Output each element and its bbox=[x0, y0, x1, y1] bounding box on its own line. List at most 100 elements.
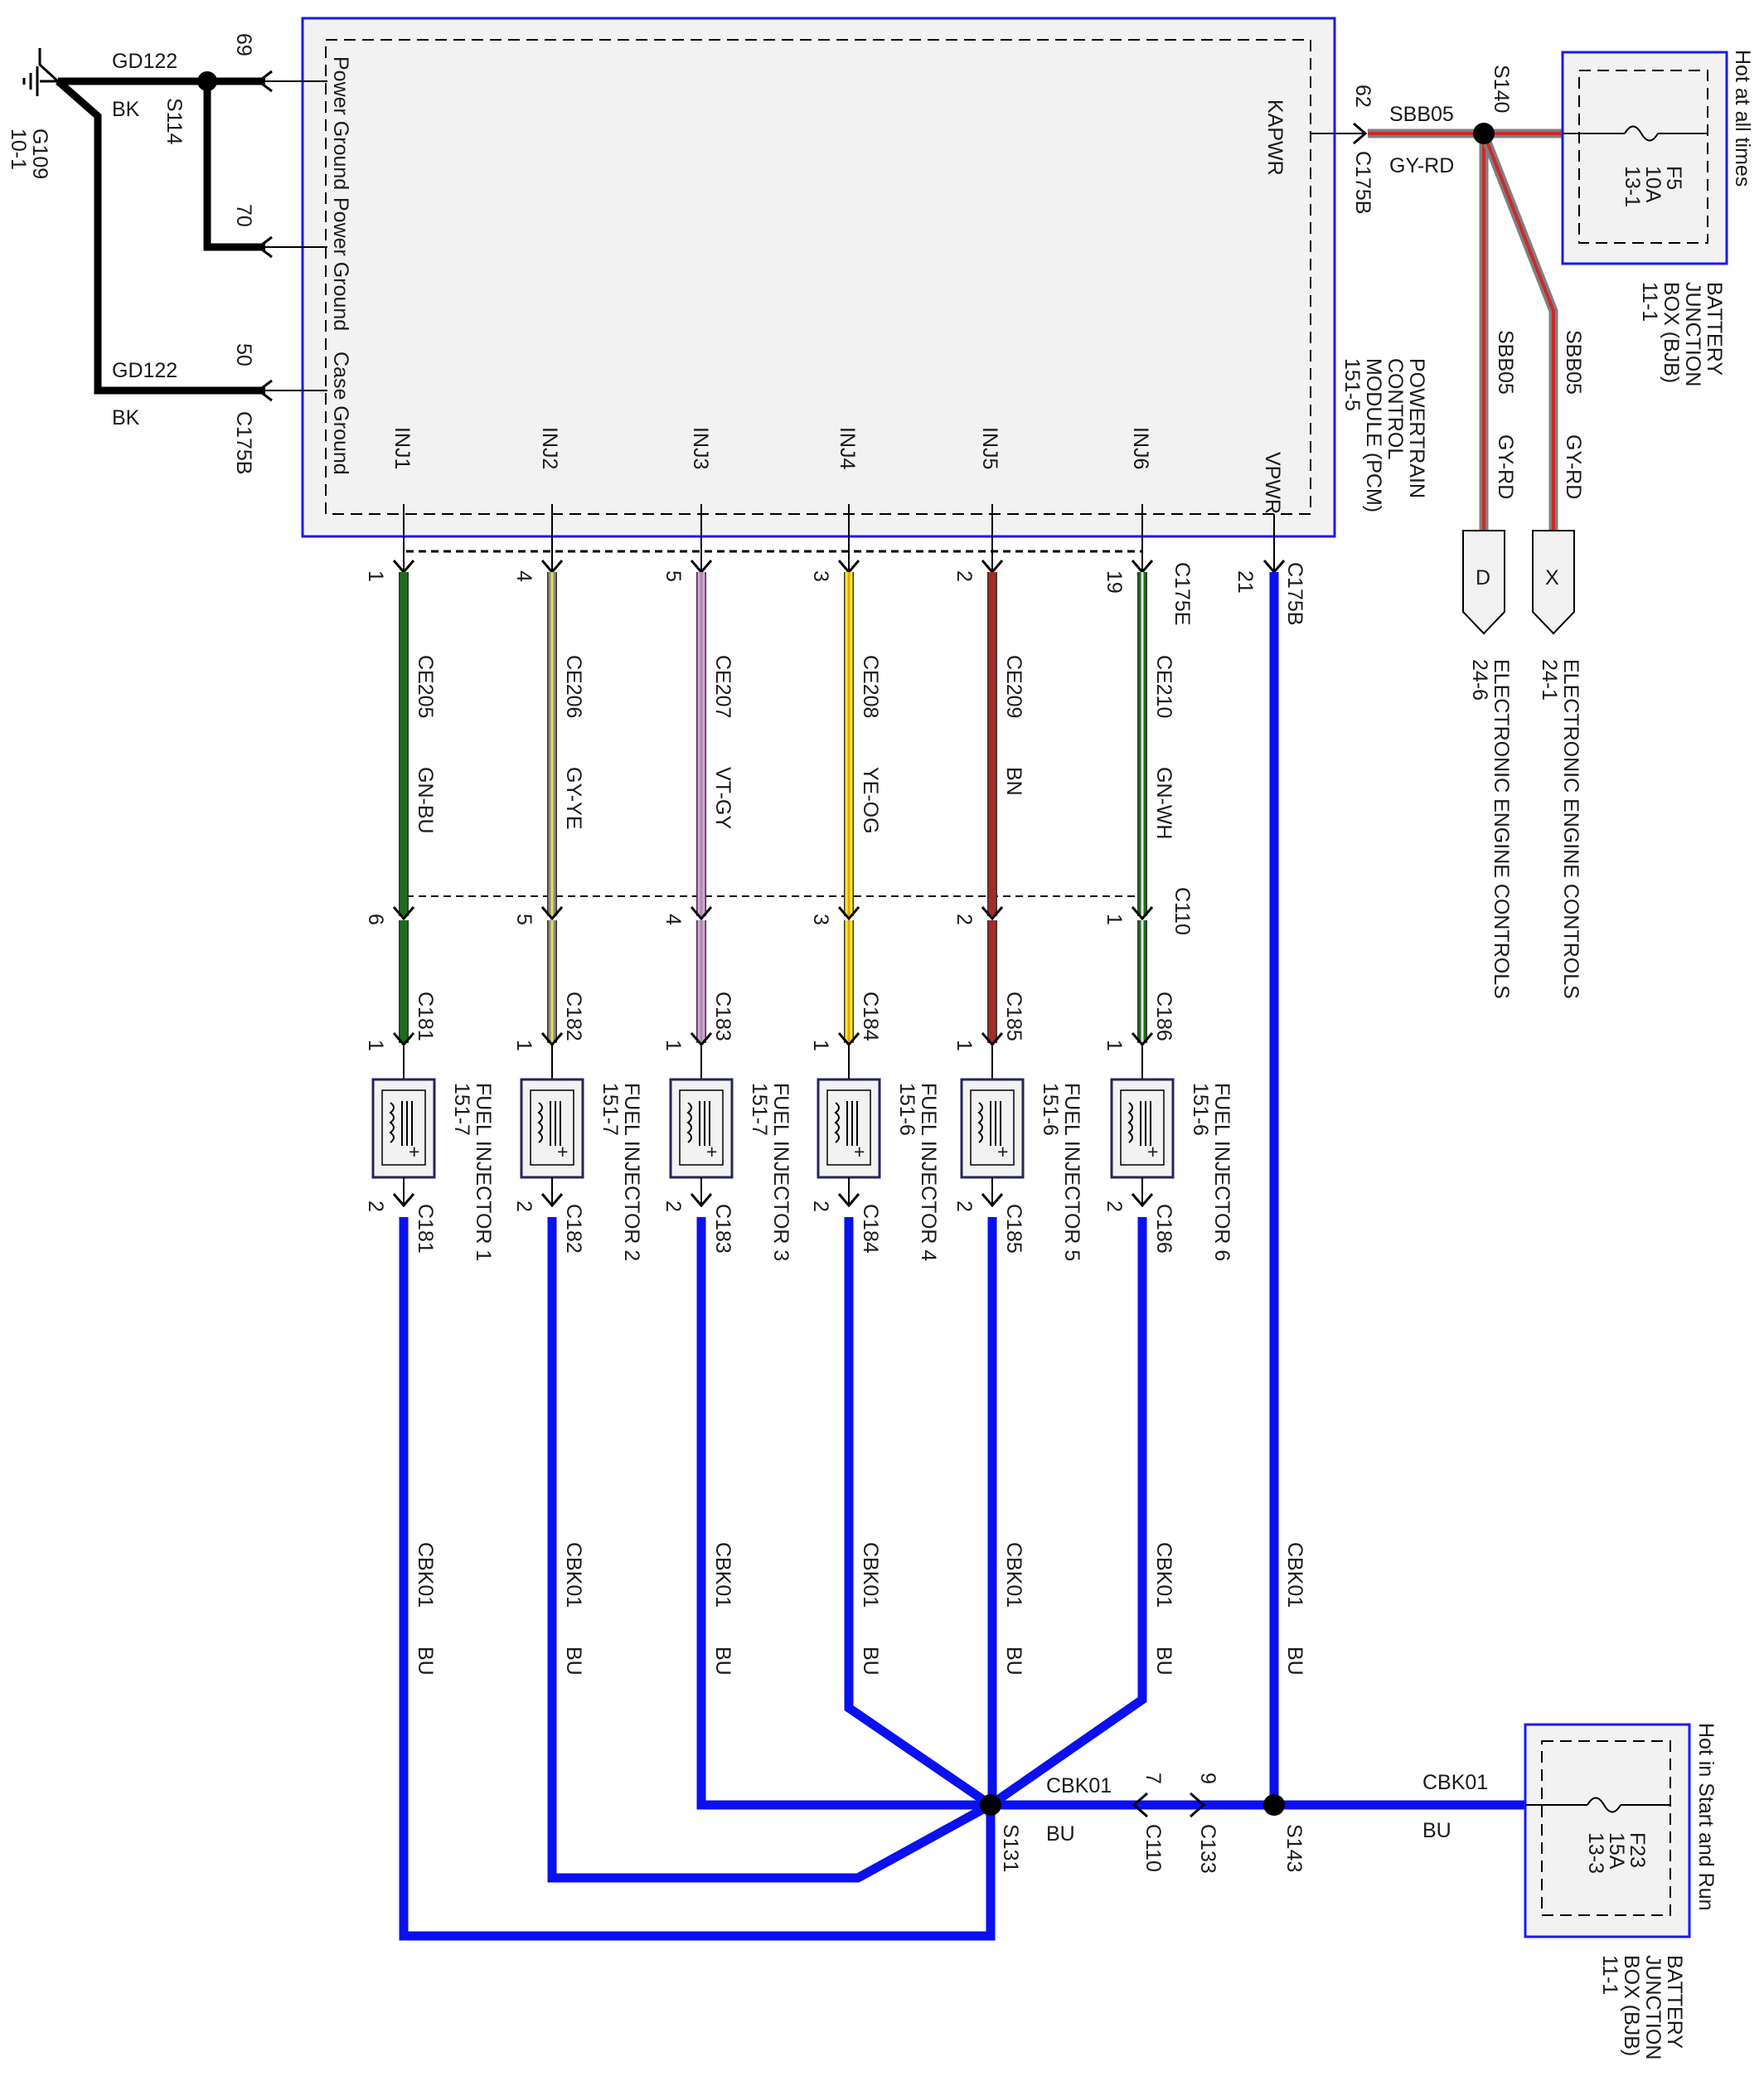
circuit-label: CE210 bbox=[1152, 655, 1175, 718]
solenoid-coil-icon bbox=[389, 1101, 413, 1146]
plus-sign: + bbox=[997, 1141, 1008, 1162]
f23-bu-label: BU bbox=[1422, 1819, 1451, 1842]
solenoid-coil-icon bbox=[834, 1101, 858, 1146]
diagram-label: 10A bbox=[1641, 166, 1665, 203]
pin-bottom-number: 2 bbox=[364, 1201, 387, 1212]
bu-label: BU bbox=[562, 1647, 585, 1676]
pcm-pin-labels: Power Ground Power Ground Case Ground KA… bbox=[329, 56, 1287, 514]
pcm-pin-number: 1 bbox=[364, 570, 387, 582]
diagram-label: BATTERY bbox=[1663, 1955, 1686, 2049]
wire-color-label: YE-OG bbox=[859, 767, 882, 834]
vpwr-bu-label: BU bbox=[1283, 1647, 1306, 1676]
bus-bu-label: BU bbox=[1046, 1822, 1075, 1846]
connector-top-label: C184 bbox=[859, 992, 882, 1041]
bk-label-bottom: BK bbox=[112, 406, 140, 429]
c110-arrow bbox=[837, 906, 860, 921]
fuel-injector-2: + bbox=[520, 1078, 584, 1179]
inj4-label: INJ4 bbox=[836, 427, 859, 470]
pin-bottom-number: 2 bbox=[952, 1201, 976, 1212]
connector-bottom-label: C184 bbox=[859, 1204, 882, 1254]
cbk01-wire bbox=[696, 1217, 991, 1810]
injector-ref: 151-7 bbox=[450, 1083, 473, 1136]
bu-label: BU bbox=[1002, 1647, 1025, 1676]
fuel-injector-5: + bbox=[960, 1078, 1025, 1179]
gd122-label-bottom: GD122 bbox=[112, 359, 177, 382]
connector-top-label: C185 bbox=[1002, 992, 1025, 1041]
c175e-label: C175E bbox=[1170, 562, 1194, 625]
f23-cbk01-label: CBK01 bbox=[1422, 1771, 1488, 1794]
fuse-icon bbox=[1587, 1797, 1621, 1813]
pin-top-number: 1 bbox=[512, 1040, 536, 1051]
pcm-pin-number: 2 bbox=[952, 570, 976, 582]
pcm-pin-number: 4 bbox=[512, 570, 536, 582]
injector-name: FUEL INJECTOR 4 bbox=[917, 1083, 940, 1261]
injector-name: FUEL INJECTOR 2 bbox=[620, 1083, 643, 1261]
vpwr-label: VPWR bbox=[1261, 452, 1284, 514]
solenoid-coil-icon bbox=[537, 1101, 561, 1146]
pcm-pin-number: 19 bbox=[1102, 570, 1126, 594]
inj1-label: INJ1 bbox=[390, 427, 414, 469]
injector-name: FUEL INJECTOR 1 bbox=[472, 1083, 495, 1261]
cbk01-label: CBK01 bbox=[711, 1542, 734, 1608]
diagram-label: 151-5 bbox=[1340, 358, 1364, 411]
pin-70: 70 bbox=[232, 204, 255, 227]
gd122-label-top: GD122 bbox=[112, 50, 177, 73]
injector-ref: 151-6 bbox=[1189, 1083, 1212, 1136]
injector-ref: 151-7 bbox=[598, 1083, 622, 1136]
fuel-injector-6: + bbox=[1110, 1078, 1175, 1179]
pcm-pin-number: 3 bbox=[809, 570, 832, 582]
injector-bottom-arrow bbox=[392, 1193, 415, 1208]
splice-s140 bbox=[1473, 123, 1495, 144]
pin-top-number: 1 bbox=[952, 1040, 976, 1051]
splice-s131 bbox=[980, 1794, 1001, 1816]
c110-arrow bbox=[981, 906, 1004, 921]
injector-bottom-arrow bbox=[981, 1193, 1004, 1208]
pcm-pin-number: 5 bbox=[662, 570, 685, 582]
cbk01-wire bbox=[844, 1217, 994, 1809]
wire-color-label: GN-WH bbox=[1152, 767, 1175, 839]
c175b-ground-label: C175B bbox=[232, 411, 255, 474]
inj6-label: INJ6 bbox=[1129, 427, 1152, 469]
cbk01-wire bbox=[987, 1217, 1147, 1809]
cbk01-label: CBK01 bbox=[1152, 1542, 1175, 1608]
wire-color-label: GY-YE bbox=[562, 767, 585, 830]
wire-color-label: BN bbox=[1002, 767, 1025, 796]
s143-label: S143 bbox=[1282, 1824, 1306, 1872]
injector-bottom-arrow bbox=[837, 1193, 860, 1208]
pin-62: 62 bbox=[1351, 85, 1374, 108]
pin-top-number: 1 bbox=[364, 1040, 387, 1051]
sbb05-d-label: SBB05 bbox=[1494, 330, 1517, 395]
splice-s143 bbox=[1263, 1794, 1285, 1816]
gy-rd-d-label: GY-RD bbox=[1494, 434, 1517, 499]
pin-50: 50 bbox=[232, 343, 255, 366]
diagram-label: 7 bbox=[1141, 1773, 1165, 1784]
bottom-bus: CBK01 BU 7 C110 9 C133 S131 S143 CBK01 B… bbox=[980, 1771, 1525, 1874]
s131-label: S131 bbox=[999, 1824, 1022, 1872]
inj2-label: INJ2 bbox=[538, 427, 561, 469]
cbk01-label: CBK01 bbox=[562, 1542, 585, 1608]
hot-in-start-run-label: Hot in Start and Run bbox=[1694, 1723, 1718, 1911]
diagram-label: BATTERY bbox=[1703, 282, 1726, 376]
diagram-label: ELECTRONIC ENGINE CONTROLS bbox=[1559, 659, 1582, 999]
c110-arrow bbox=[392, 906, 415, 921]
fuel-injector-3: + bbox=[669, 1078, 734, 1179]
diagram-label: 24-1 bbox=[1538, 659, 1561, 701]
diagram-label: 13-1 bbox=[1621, 166, 1644, 207]
circuit-label: CE207 bbox=[711, 655, 734, 718]
connector-top-label: C182 bbox=[562, 992, 585, 1041]
circuit-label: CE206 bbox=[562, 655, 585, 718]
diagram-label: X bbox=[1545, 566, 1559, 589]
pin-bottom-number: 2 bbox=[662, 1201, 685, 1212]
wire-color-label: GN-BU bbox=[414, 767, 437, 834]
case-ground-label: Case Ground bbox=[329, 352, 352, 475]
diagram-label: 11-1 bbox=[1638, 282, 1661, 322]
circuit-label: CE205 bbox=[414, 655, 437, 718]
cbk01-wire bbox=[399, 1217, 996, 1941]
c110-pin-number: 4 bbox=[662, 914, 685, 925]
fuel-injector-4: + bbox=[817, 1078, 881, 1179]
